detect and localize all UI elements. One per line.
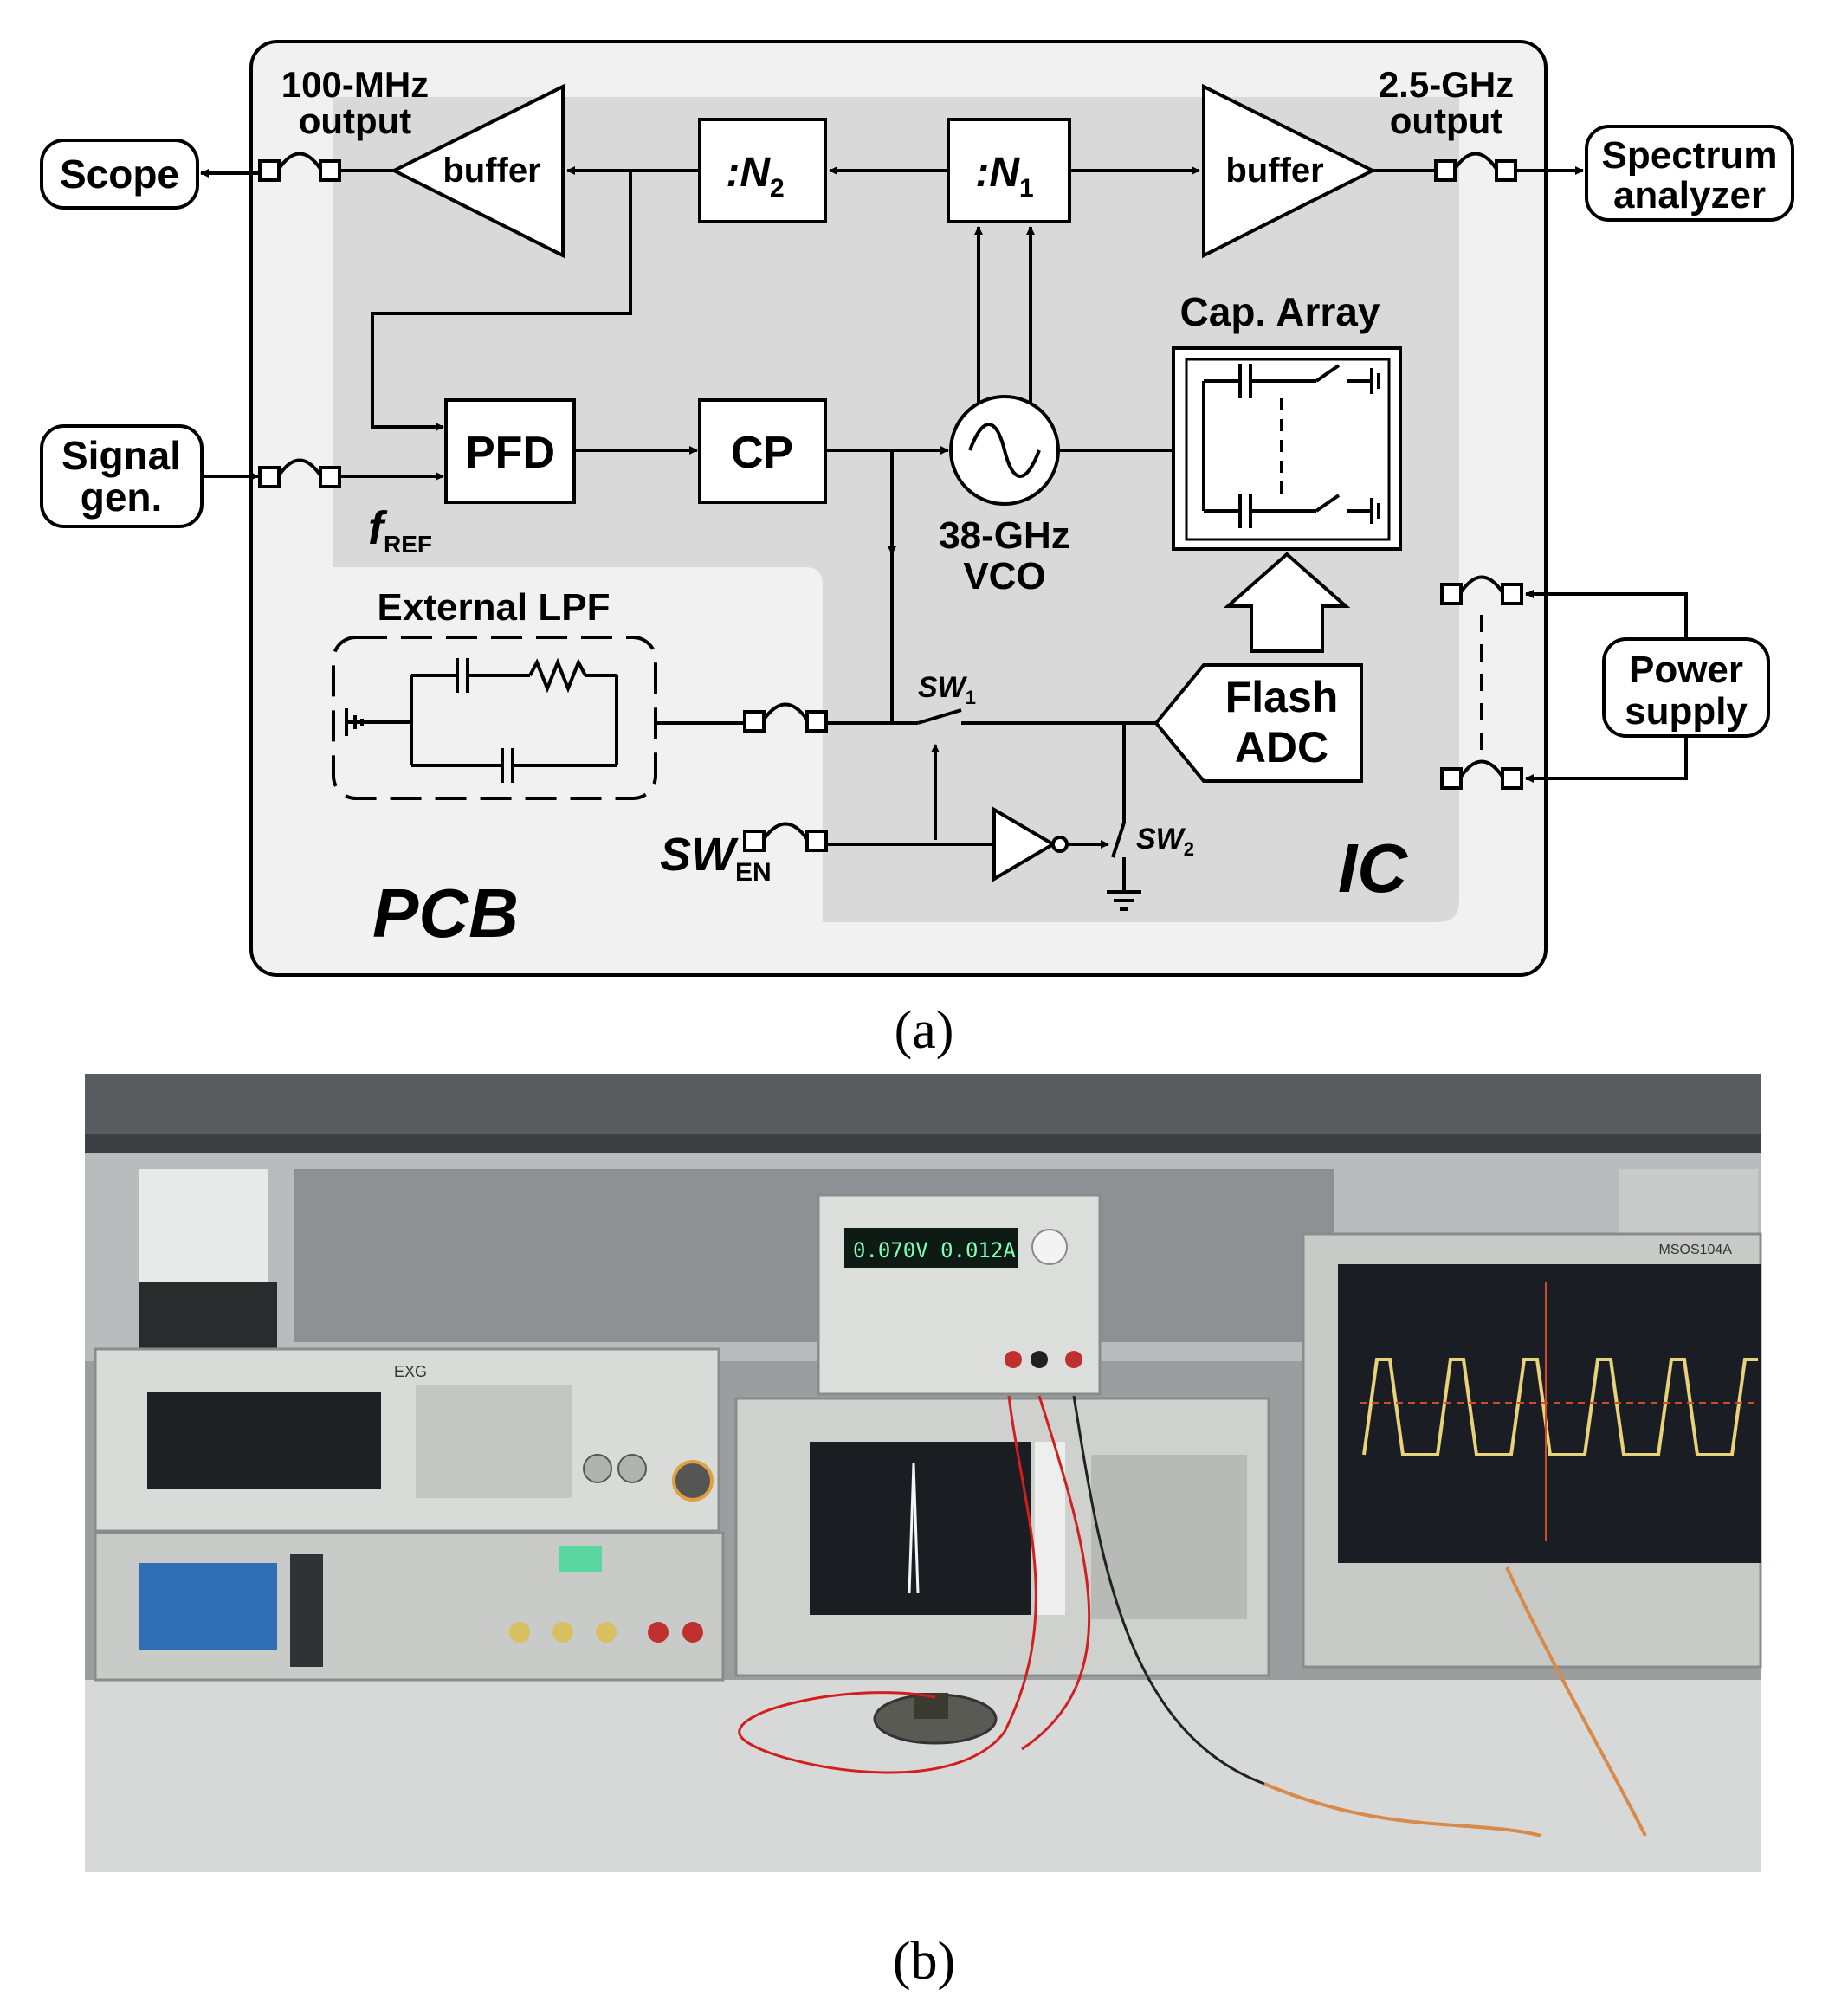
- port-100mhz-label-2: output: [299, 100, 412, 141]
- port-25ghz-label-1: 2.5-GHz: [1379, 64, 1514, 105]
- ic-label: IC: [1338, 830, 1408, 907]
- function-generator: [94, 1531, 725, 1682]
- cap-array-label: Cap. Array: [1180, 289, 1380, 334]
- sw1-label: SW: [918, 671, 968, 704]
- sw2-label: SW: [1136, 823, 1186, 856]
- scope-model: MSOS104A: [1659, 1243, 1733, 1257]
- sw2-sub: 2: [1184, 838, 1194, 860]
- adc-label-1: Flash: [1225, 673, 1339, 721]
- divider-n1-sub: 1: [1019, 174, 1034, 203]
- adc-to-cap-arrow: [1223, 552, 1351, 653]
- sw1-sub: 1: [966, 687, 976, 708]
- caption-b: (b): [893, 1932, 955, 1991]
- cap-array-block: [1172, 346, 1402, 551]
- divider-n1: [947, 118, 1071, 223]
- pfd-label: PFD: [465, 428, 555, 478]
- vco-label-1: 38-GHz: [939, 514, 1070, 557]
- buffer-right-label: buffer: [1225, 152, 1323, 190]
- swen-sub: EN: [735, 858, 772, 887]
- power-supply-label-2: supply: [1625, 690, 1748, 733]
- connector-ref-in: [258, 458, 341, 488]
- svg-text:fREF: fREF: [368, 502, 432, 558]
- spectrum-analyzer-label-2: analyzer: [1613, 174, 1766, 216]
- divider-n2-label: :N: [726, 150, 771, 196]
- connector-100mhz: [258, 152, 341, 182]
- swen-label: SW: [660, 829, 739, 881]
- svg-text:SW1: SW1: [918, 671, 976, 708]
- pcb-label: PCB: [372, 875, 519, 952]
- buffer-left-label: buffer: [443, 152, 540, 190]
- divider-n2-sub: 2: [770, 174, 785, 203]
- pfd-block: [444, 398, 576, 504]
- divider-n1-label: :N: [975, 150, 1020, 196]
- oscilloscope: MSOS104A: [1302, 1232, 1762, 1669]
- block-diagram: 100-MHz output Scope buffer :N2 :N1 buff…: [40, 40, 1794, 1060]
- connector-swen: [743, 822, 828, 852]
- fref-label: f: [368, 502, 388, 554]
- exg-label: EXG: [394, 1363, 427, 1380]
- caption-a: (a): [895, 1001, 954, 1060]
- lab-setup-photo: EXG 0.070V 0.012A MSOS104: [85, 1074, 1762, 1991]
- port-25ghz-label-2: output: [1390, 100, 1503, 141]
- cp-label: CP: [731, 428, 793, 478]
- svg-text:SWEN: SWEN: [660, 829, 772, 887]
- signal-gen-label-2: gen.: [81, 475, 163, 520]
- buffer-right: [1202, 83, 1377, 259]
- scope-label: Scope: [60, 152, 179, 197]
- psu-display: 0.070V 0.012A: [853, 1238, 1016, 1263]
- port-100mhz-label-1: 100-MHz: [281, 64, 429, 105]
- dc-power-supply: 0.070V 0.012A: [817, 1193, 1102, 1396]
- signal-gen-label-1: Signal: [61, 433, 181, 478]
- connector-power-top: [1440, 575, 1523, 605]
- dut-board: [873, 1693, 998, 1745]
- cp-block: [698, 398, 827, 504]
- ground-sw2-icon: [1107, 890, 1141, 911]
- flash-adc-block: [1153, 663, 1363, 783]
- svg-text::N2: :N2: [726, 150, 784, 203]
- adc-label-2: ADC: [1235, 723, 1328, 772]
- power-supply-label-1: Power: [1629, 649, 1743, 691]
- svg-text::N1: :N1: [975, 150, 1033, 203]
- spectrum-analyzer-label-1: Spectrum: [1602, 134, 1778, 177]
- inverter: [992, 806, 1056, 882]
- cap-array-circuit: [1185, 358, 1391, 541]
- spectrum-analyzer: [734, 1397, 1270, 1677]
- shelf: [85, 1074, 1761, 1134]
- vco-label-2: VCO: [963, 555, 1045, 597]
- svg-text:SW2: SW2: [1136, 823, 1194, 860]
- lpf-circuit: [345, 657, 618, 783]
- fref-sub: REF: [384, 531, 432, 558]
- signal-generator-exg: EXG: [94, 1347, 720, 1533]
- connector-power-bottom: [1440, 759, 1523, 790]
- buffer-left: [390, 83, 565, 259]
- lpf-label: External LPF: [378, 586, 611, 629]
